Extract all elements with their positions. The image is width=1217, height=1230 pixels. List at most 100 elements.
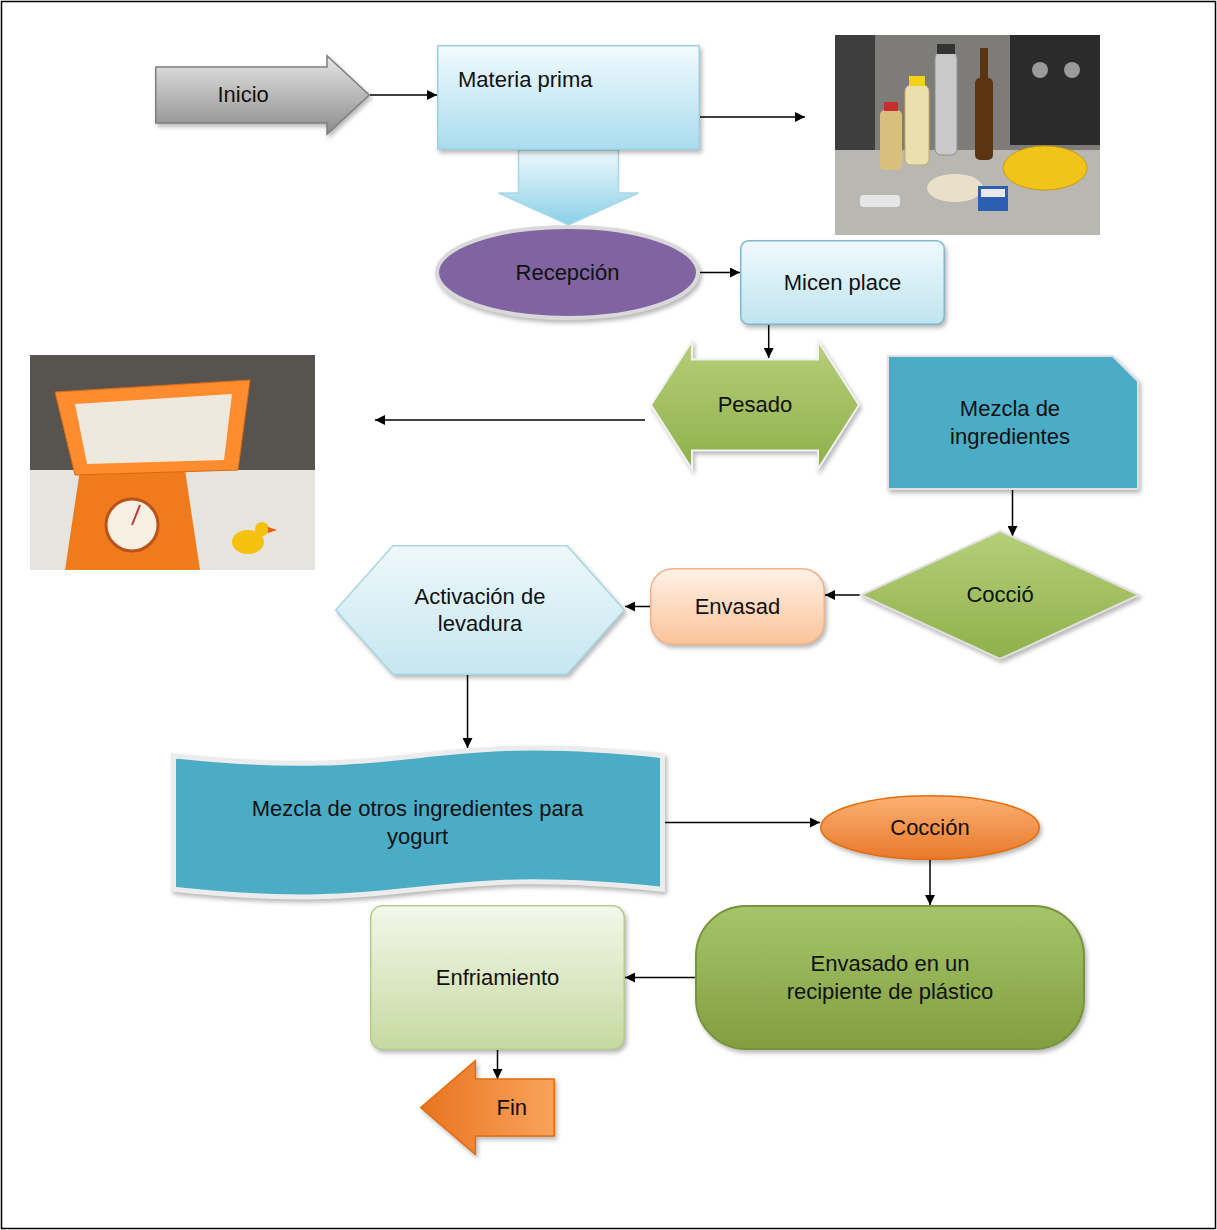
- node-label: Recepción: [516, 259, 620, 287]
- flow-arrow: [625, 977, 695, 979]
- siphon-head: [937, 44, 955, 54]
- start-arrow: Inicio: [155, 55, 370, 135]
- shape-outline: [335, 545, 625, 675]
- node-label: Micen place: [784, 269, 901, 297]
- terminal-box: Envasado en un recipiente de plástico: [695, 905, 1085, 1050]
- white-counter: [30, 470, 315, 570]
- text-area: Cocció: [930, 566, 1070, 623]
- node-label: Activación de levadura: [384, 583, 575, 638]
- photo-pointer-arrow: [375, 419, 645, 421]
- node-label: Cocció: [966, 581, 1033, 609]
- process-box: Enfriamiento: [370, 905, 625, 1050]
- bottle-cap: [884, 102, 898, 111]
- start-arrow-outline: [156, 56, 370, 135]
- toy-chick-head: [255, 522, 269, 536]
- text-area: Recepción: [475, 242, 661, 303]
- preparation-hexagon-outline: [336, 546, 625, 675]
- text-area: Mezcla de otros ingredientes para yogurt: [235, 773, 601, 872]
- end-arrow-outline: [421, 1061, 555, 1155]
- yellow-bowl: [1003, 146, 1087, 190]
- node-label: Fin: [497, 1094, 528, 1122]
- scale-tray: [55, 380, 250, 475]
- ingredients-photo: [835, 35, 1100, 235]
- process-box: Micen place: [740, 240, 945, 325]
- shape-outline: [437, 45, 700, 150]
- node-label: Mezcla de otros ingredientes para yogurt: [235, 795, 601, 850]
- process-box-outline: [741, 241, 945, 325]
- shape-outline: [420, 1060, 555, 1155]
- bottle-cap: [909, 76, 925, 86]
- terminal-box-outline: [696, 906, 1084, 1049]
- dial-needle: [132, 505, 140, 525]
- node-label: Inicio: [217, 81, 268, 109]
- text-area: Enfriamiento: [385, 922, 609, 1032]
- flour: [75, 394, 232, 464]
- flow-arrow: [625, 606, 650, 608]
- flow-arrow: [700, 272, 740, 274]
- text-area: Envasad: [664, 577, 811, 636]
- wave-banner-outline: [173, 748, 662, 897]
- text-area: Micen place: [752, 249, 932, 317]
- text-area: Cocción: [851, 803, 1009, 852]
- flow-arrow: [467, 675, 469, 748]
- decision-diamond-outline: [861, 531, 1139, 659]
- flow-arrow: [1012, 490, 1014, 536]
- beer-bottle: [975, 78, 993, 160]
- input-box: Materia prima: [437, 45, 700, 150]
- flow-arrow: [825, 594, 860, 596]
- stove: [1010, 35, 1100, 145]
- flow-arrow: [370, 94, 437, 96]
- process-box-outline: [651, 569, 825, 645]
- photo-wall: [835, 35, 1100, 235]
- shape-outline: [695, 905, 1085, 1050]
- scale-photo: [30, 355, 315, 570]
- flow-arrow: [497, 1050, 499, 1079]
- preparation-hexagon: Activación de levadura: [335, 545, 625, 675]
- text-area: Activación de levadura: [384, 563, 575, 657]
- scale-dial: [106, 499, 158, 551]
- process-ellipse: Recepción: [435, 225, 700, 320]
- node-label: Envasado en un recipiente de plástico: [765, 950, 1015, 1005]
- node-label: Materia prima: [458, 66, 592, 94]
- double-arrow-outline: [651, 341, 859, 469]
- process-ellipse-outline: [821, 796, 1040, 860]
- end-arrow: Fin: [420, 1060, 555, 1155]
- bottle-neck: [980, 48, 988, 80]
- process-box: Envasad: [650, 568, 825, 645]
- card-box: Mezcla de ingredientes: [887, 355, 1139, 490]
- decision-diamond: Cocció: [860, 530, 1140, 660]
- text-area: Fin: [474, 1079, 550, 1136]
- text-area: Inicio: [164, 67, 323, 123]
- yeast-box: [978, 186, 1008, 211]
- photo-wall: [30, 355, 315, 570]
- text-area: Pesado: [694, 366, 816, 444]
- flow-arrow: [929, 860, 931, 905]
- flow-arrow: [665, 822, 821, 824]
- foil: [860, 195, 900, 207]
- node-label: Mezcla de ingredientes: [902, 395, 1119, 450]
- node-label: Enfriamiento: [436, 964, 560, 992]
- input-box-outline: [438, 46, 700, 150]
- process-ellipse-outline: [437, 227, 698, 318]
- photo-pointer-arrow: [700, 116, 805, 118]
- double-arrow: Pesado: [650, 340, 860, 470]
- process-box-outline: [371, 906, 625, 1050]
- node-label: Envasad: [695, 593, 781, 621]
- toy-chick-beak: [268, 527, 277, 533]
- cream-siphon: [935, 52, 957, 155]
- card-box-outline: [888, 356, 1138, 489]
- small-bottle: [880, 110, 902, 170]
- text-area: Materia prima: [458, 58, 687, 103]
- node-label: Cocción: [890, 814, 969, 842]
- wave-banner: Mezcla de otros ingredientes para yogurt: [171, 740, 665, 905]
- milk-bottle: [905, 85, 929, 165]
- text-area: Mezcla de ingredientes: [902, 375, 1119, 470]
- process-ellipse: Cocción: [820, 795, 1040, 860]
- shape-outline: [887, 355, 1139, 490]
- text-area: Envasado en un recipiente de plástico: [765, 927, 1015, 1029]
- shape-outline: [171, 740, 665, 905]
- stove-knob: [1064, 62, 1080, 78]
- box-label: [981, 189, 1005, 197]
